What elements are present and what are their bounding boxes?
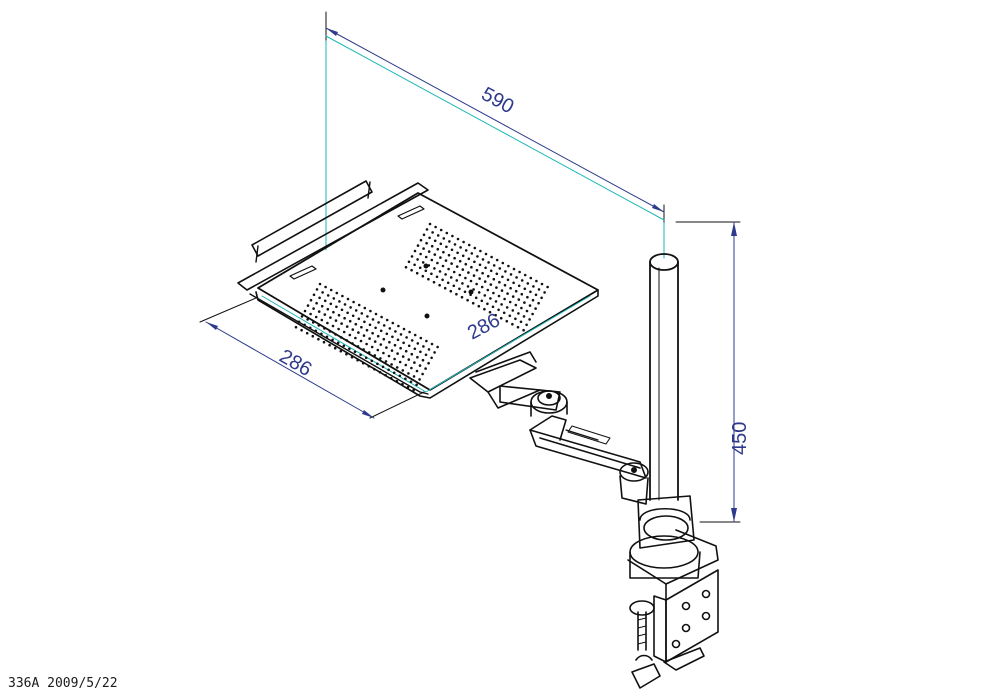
- dim-590-label: 590: [478, 83, 518, 118]
- dim-286-width-label: 286: [464, 309, 504, 344]
- desk-clamp: [627, 495, 719, 689]
- drawing-caption: 336A 2009/5/22: [8, 676, 118, 691]
- laptop-tray: 286: [237, 180, 599, 399]
- dim-286-depth-label: 286: [276, 345, 316, 381]
- dimension-590: 590: [325, 11, 665, 259]
- vent-holes-upper: [404, 222, 549, 332]
- dim-450-label: 450: [729, 422, 751, 455]
- pole: [649, 253, 679, 501]
- dimension-286-depth: 286: [199, 297, 425, 419]
- dimension-450: 450: [675, 221, 751, 523]
- articulating-arm: [469, 351, 649, 505]
- vent-holes-lower: [294, 282, 439, 392]
